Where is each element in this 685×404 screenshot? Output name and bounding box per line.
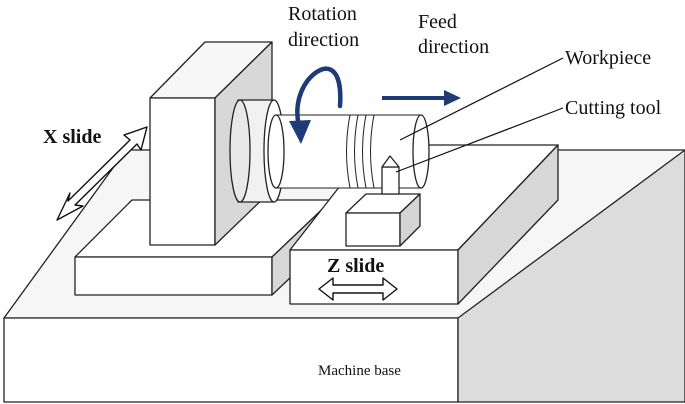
cutting-tool-label: Cutting tool xyxy=(565,97,662,119)
workpiece-label: Workpiece xyxy=(565,47,651,69)
x-slide-front xyxy=(74,256,273,296)
workpiece-right-end xyxy=(412,114,430,189)
rotation-label-line2: direction xyxy=(288,29,359,51)
tool-holder-side xyxy=(399,193,421,247)
chuck xyxy=(229,99,285,203)
x-slide-label: X slide xyxy=(43,126,101,148)
headstock-front xyxy=(149,97,216,246)
machine-base-label: Machine base xyxy=(318,363,401,379)
feed-label-line1: Feed xyxy=(418,11,457,33)
chuck-rear-face xyxy=(229,99,251,203)
cutting-tool-leader-line xyxy=(395,107,564,173)
x-slide-double-arrow xyxy=(56,126,148,221)
tool-holder xyxy=(345,193,421,247)
rotation-label-line1: Rotation xyxy=(288,3,357,25)
feed-label-line2: direction xyxy=(418,36,489,58)
feed-arrow xyxy=(382,90,461,106)
machine-base-front xyxy=(3,317,459,403)
machined-surface-lines xyxy=(346,114,375,189)
cutting-tool-shank xyxy=(381,166,400,195)
z-slide-double-arrow xyxy=(318,277,398,301)
workpiece-left-end xyxy=(267,114,285,189)
z-slide-side xyxy=(457,144,559,305)
tool-holder-front xyxy=(345,212,401,247)
rotation-arrow xyxy=(289,66,343,144)
cutting-tool-tip xyxy=(381,155,400,168)
machine-base-side xyxy=(457,149,685,403)
workpiece-leader-line xyxy=(399,57,564,141)
cutting-tool xyxy=(381,155,400,195)
z-slide-label: Z slide xyxy=(327,255,384,277)
